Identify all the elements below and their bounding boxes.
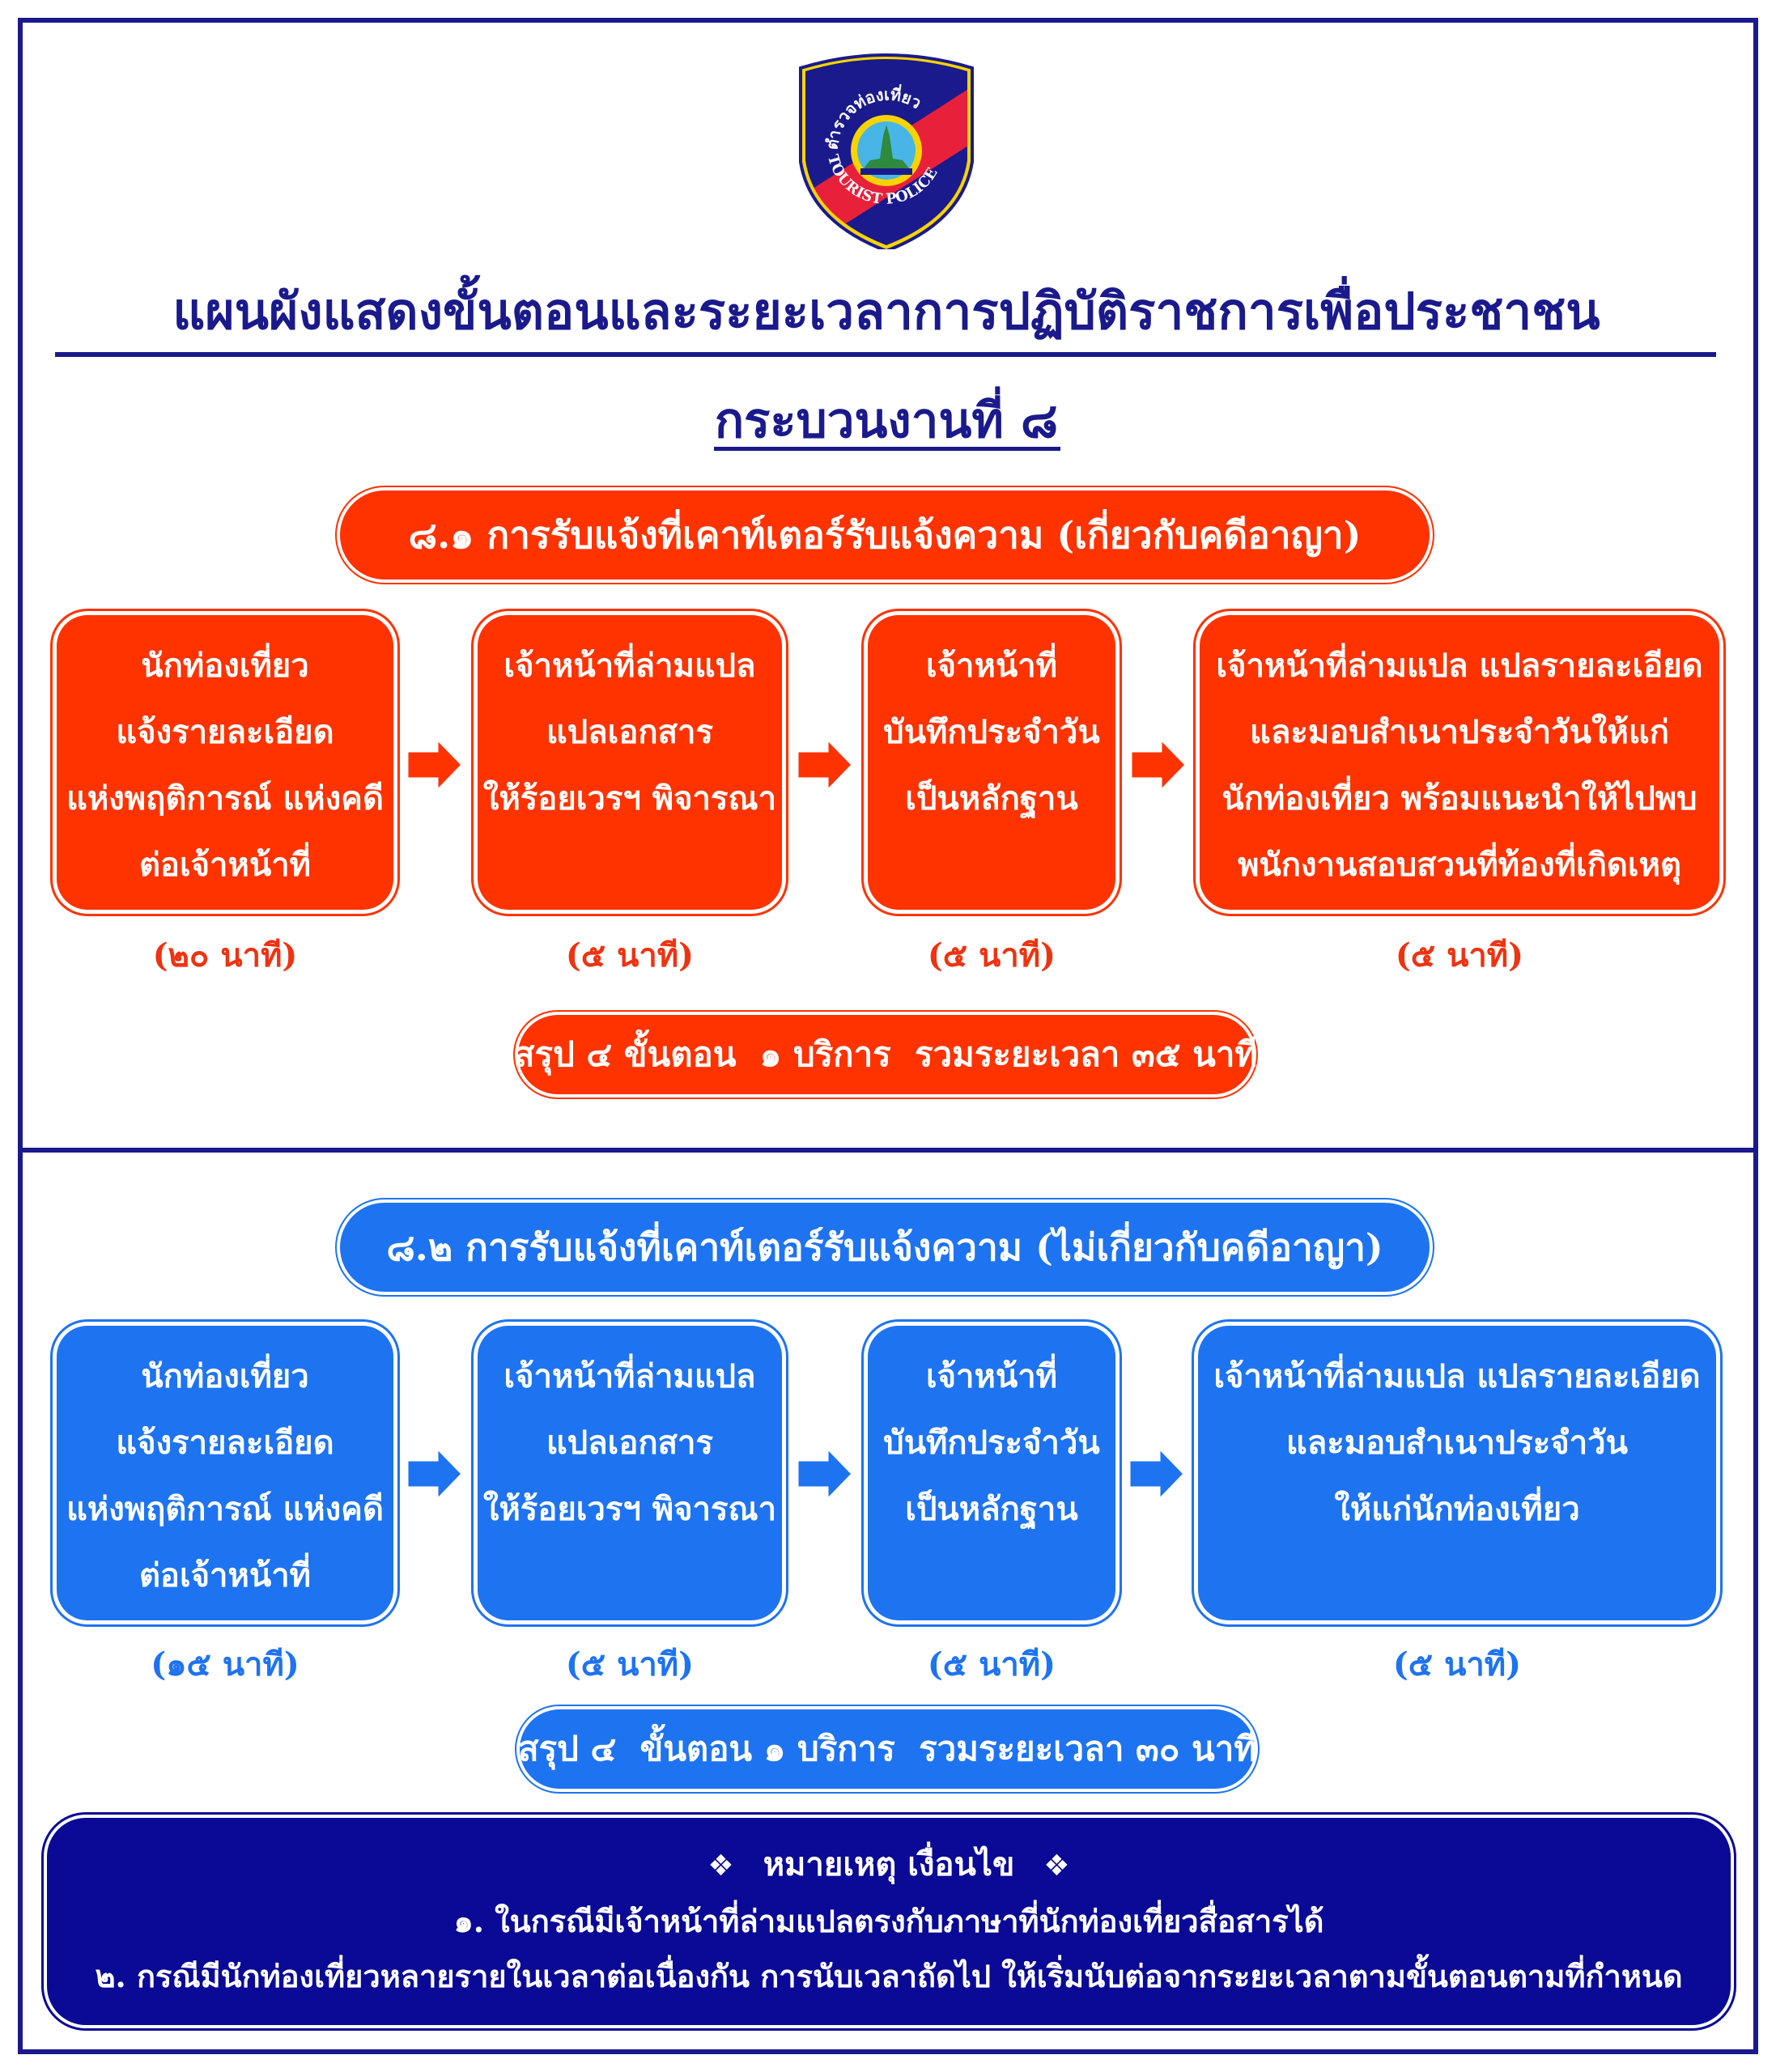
section1-step3: เจ้าหน้าที่ บันทึกประจำวัน เป็นหลักฐาน <box>868 615 1115 910</box>
section-divider <box>18 1148 1758 1153</box>
section2-step3: เจ้าหน้าที่ บันทึกประจำวัน เป็นหลักฐาน <box>868 1326 1115 1620</box>
step-line: พนักงานสอบสวนที่ท้องที่เกิดเหตุ <box>1238 846 1681 884</box>
title-underline <box>55 352 1716 357</box>
section2-step4-time: (๕ นาที) <box>1392 1645 1522 1684</box>
arrow-right-icon <box>796 737 855 793</box>
step-line: แปลเอกสาร <box>546 1424 713 1462</box>
section1-step2-time: (๕ นาที) <box>565 936 695 974</box>
diamond-bullet-icon: ❖ <box>707 1849 734 1883</box>
section2-summary: สรุป ๔ ขั้นตอน ๑ บริการ รวมระยะเวลา ๓๐ น… <box>518 1709 1256 1789</box>
arrow-right-icon <box>796 1446 855 1502</box>
step-line: ให้ร้อยเวรฯ พิจารณา <box>482 779 777 817</box>
section2-step4: เจ้าหน้าที่ล่ามแปล แปลรายละเอียด และมอบส… <box>1198 1326 1716 1620</box>
section1-heading: ๘.๑ การรับแจ้งที่เคาท์เตอร์รับแจ้งความ (… <box>340 490 1430 580</box>
page-title: แผนผังแสดงขั้นตอนและระยะเวลาการปฏิบัติรา… <box>172 282 1600 341</box>
note-box: ❖ หมายเหตุ เงื่อนไข ❖ ๑. ในกรณีมีเจ้าหน้าท… <box>47 1818 1731 2025</box>
step-line: และมอบสำเนาประจำวัน <box>1286 1424 1628 1462</box>
note-header: ❖ หมายเหตุ เงื่อนไข ❖ <box>47 1837 1731 1894</box>
arrow-right-icon <box>406 1446 465 1502</box>
step-line: บันทึกประจำวัน <box>883 1424 1100 1462</box>
section2-step3-time: (๕ นาที) <box>927 1645 1056 1684</box>
step-line: แปลเอกสาร <box>546 713 713 751</box>
step-line: นักท่องเที่ยว พร้อมแนะนำให้ไปพบ <box>1222 779 1697 817</box>
section2-step1-time: (๑๕ นาที) <box>151 1645 300 1684</box>
section1-step4: เจ้าหน้าที่ล่ามแปล แปลรายละเอียด และมอบส… <box>1200 615 1719 910</box>
step-line: นักท่องเที่ยว <box>141 1357 309 1395</box>
step-line: แห่งพฤติการณ์ แห่งคดี <box>66 779 384 817</box>
tourist-police-logo: ตำรวจท่องเที่ยว TOURIST POLICE <box>799 53 974 249</box>
step-line: บันทึกประจำวัน <box>883 713 1100 751</box>
section2-step1: นักท่องเที่ยว แจ้งรายละเอียด แห่งพฤติการ… <box>57 1326 393 1620</box>
step-line: เป็นหลักฐาน <box>905 1490 1078 1528</box>
page-frame <box>18 18 1758 2054</box>
step-line: นักท่องเที่ยว <box>141 647 309 685</box>
step-line: ต่อเจ้าหน้าที่ <box>138 846 312 884</box>
step-line: แจ้งรายละเอียด <box>116 1424 334 1462</box>
step-line: แห่งพฤติการณ์ แห่งคดี <box>66 1490 384 1528</box>
step-line: ให้ร้อยเวรฯ พิจารณา <box>482 1490 777 1528</box>
note-item: ๑. ในกรณีมีเจ้าหน้าที่ล่ามแปลตรงกับภาษาท… <box>453 1903 1324 1939</box>
section2-step2: เจ้าหน้าที่ล่ามแปล แปลเอกสาร ให้ร้อยเวรฯ… <box>478 1326 782 1620</box>
step-line: เจ้าหน้าที่ <box>925 647 1058 685</box>
note-heading: หมายเหตุ เงื่อนไข <box>763 1845 1015 1883</box>
section1-step2: เจ้าหน้าที่ล่ามแปล แปลเอกสาร ให้ร้อยเวรฯ… <box>478 615 782 910</box>
step-line: เจ้าหน้าที่ล่ามแปล แปลรายละเอียด <box>1213 1357 1701 1395</box>
arrow-right-icon <box>1128 1446 1187 1502</box>
section2-heading: ๘.๒ การรับแจ้งที่เคาท์เตอร์รับแจ้งความ (… <box>340 1203 1430 1292</box>
step-line: เจ้าหน้าที่ <box>925 1357 1058 1395</box>
step-line: เจ้าหน้าที่ล่ามแปล <box>503 647 756 685</box>
section1-summary: สรุป ๔ ขั้นตอน ๑ บริการ รวมระยะเวลา ๓๕ น… <box>514 1015 1257 1094</box>
step-line: ต่อเจ้าหน้าที่ <box>138 1556 312 1594</box>
step-line: เจ้าหน้าที่ล่ามแปล แปลรายละเอียด <box>1216 647 1703 685</box>
section1-step1-time: (๒๐ นาที) <box>152 936 298 974</box>
section2-step2-time: (๕ นาที) <box>565 1645 695 1684</box>
diamond-bullet-icon: ❖ <box>1043 1849 1070 1883</box>
step-line: และมอบสำเนาประจำวันให้แก่ <box>1250 713 1669 751</box>
section1-step1: นักท่องเที่ยว แจ้งรายละเอียด แห่งพฤติการ… <box>57 615 393 910</box>
section1-step4-time: (๕ นาที) <box>1395 936 1524 974</box>
note-item: ๒. กรณีมีนักท่องเที่ยวหลายรายในเวลาต่อเน… <box>95 1958 1683 1994</box>
subtitle-underline <box>714 447 1060 451</box>
arrow-right-icon <box>1129 737 1188 793</box>
arrow-right-icon <box>406 737 465 793</box>
section1-step3-time: (๕ นาที) <box>927 936 1056 974</box>
step-line: เจ้าหน้าที่ล่ามแปล <box>503 1357 756 1395</box>
step-line: ให้แก่นักท่องเที่ยว <box>1334 1490 1580 1528</box>
step-line: แจ้งรายละเอียด <box>116 713 334 751</box>
step-line: เป็นหลักฐาน <box>905 779 1078 817</box>
process-subtitle: กระบวนงานที่ ๘ <box>714 393 1059 449</box>
